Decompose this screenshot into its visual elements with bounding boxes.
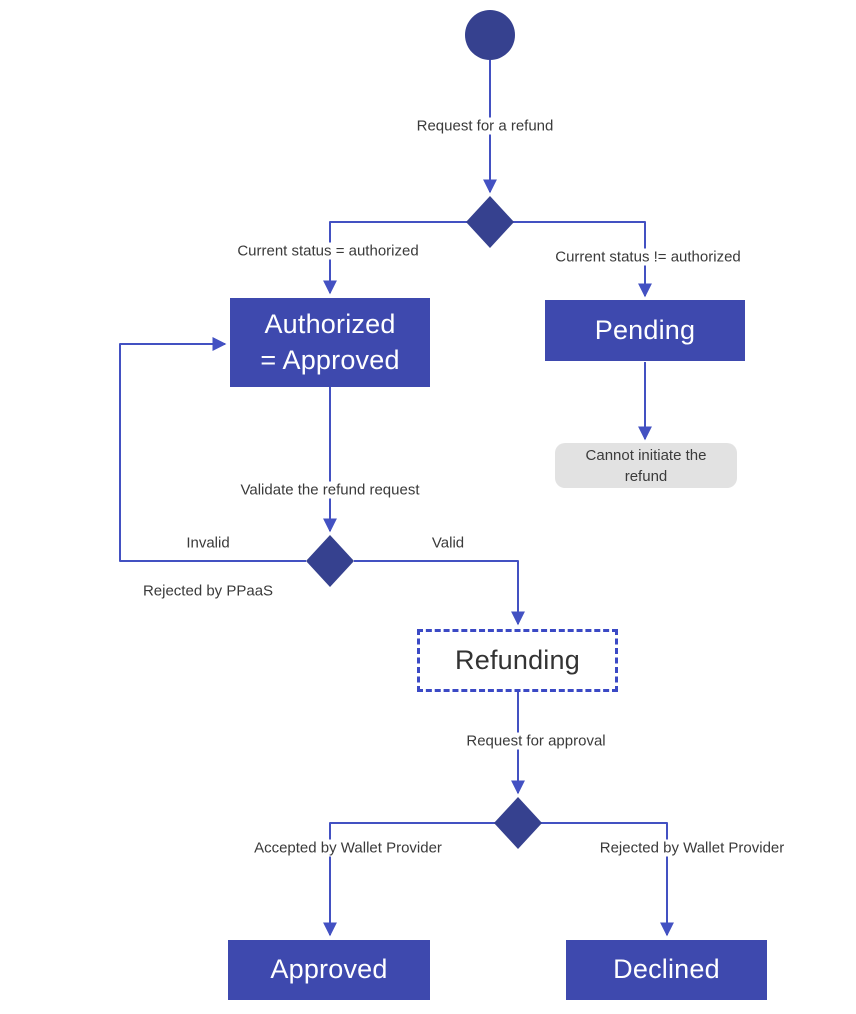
decision3-diamond	[494, 797, 542, 849]
edge-label-valid: Valid	[428, 534, 468, 552]
state-approved: Approved	[228, 940, 430, 1000]
edge-label-status-eq: Current status = authorized	[234, 242, 422, 260]
state-refunding: Refunding	[417, 629, 618, 692]
state-authorized-approved: Authorized = Approved	[230, 298, 430, 387]
decision2-diamond	[306, 535, 354, 587]
edge-decision3-to-declined	[518, 822, 674, 937]
state-pending-label: Pending	[594, 314, 696, 345]
edge-decision1-to-authorized	[323, 221, 490, 295]
edge-decision2-invalid-loop	[119, 337, 306, 562]
edge-label-invalid: Invalid	[183, 534, 233, 552]
start-node	[465, 10, 515, 60]
edge-decision3-to-approved	[323, 822, 518, 937]
state-authorized-line2: = Approved	[260, 344, 400, 375]
terminal-cannot-initiate-line2: refund	[624, 467, 668, 485]
edge-label-rejected-wallet: Rejected by Wallet Provider	[596, 839, 788, 857]
edge-label-accepted-wallet: Accepted by Wallet Provider	[251, 839, 445, 857]
edge-decision2-to-refunding	[354, 560, 525, 626]
edge-label-validate: Validate the refund request	[237, 481, 423, 499]
decision1-diamond	[466, 196, 514, 248]
state-pending: Pending	[545, 300, 745, 361]
terminal-cannot-initiate: Cannot initiate the refund	[555, 443, 737, 488]
state-declined-label: Declined	[613, 954, 720, 985]
state-declined: Declined	[566, 940, 767, 1000]
terminal-cannot-initiate-line1: Cannot initiate the	[585, 446, 707, 464]
edge-decision1-to-pending	[490, 221, 652, 298]
edge-label-request-refund: Request for a refund	[413, 117, 557, 135]
state-authorized-line1: Authorized	[264, 309, 396, 340]
edge-label-request-approval: Request for approval	[463, 732, 609, 750]
edge-label-status-neq: Current status != authorized	[552, 248, 744, 266]
state-approved-label: Approved	[270, 954, 388, 985]
edge-label-rejected-ppaas: Rejected by PPaaS	[139, 582, 277, 600]
state-refunding-label: Refunding	[455, 644, 580, 675]
